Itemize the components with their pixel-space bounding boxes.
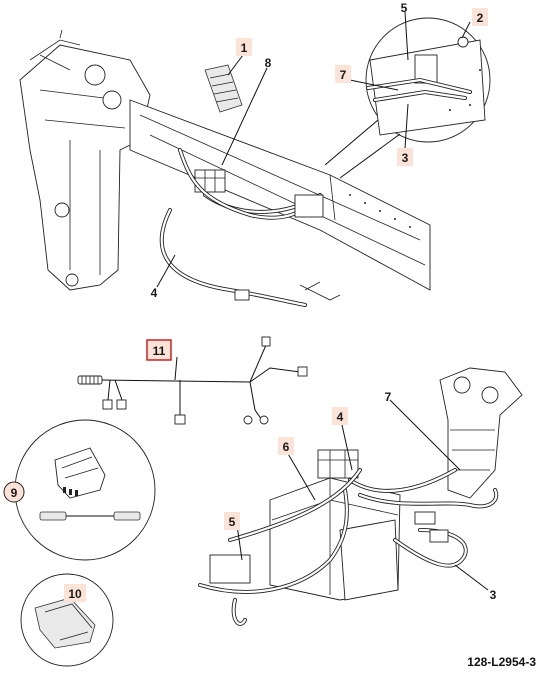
callout-3-bottom: 3	[490, 588, 497, 602]
svg-text:10: 10	[68, 587, 82, 601]
detail-circle-valve	[324, 17, 491, 179]
callout-3-top: 3	[397, 148, 413, 166]
callout-7-top: 7	[335, 65, 351, 83]
callout-4-top: 4	[151, 286, 158, 300]
svg-text:3: 3	[402, 151, 409, 165]
reference-code: 128-L2954-3	[467, 655, 536, 669]
svg-text:9: 9	[11, 486, 18, 500]
callout-9: 9	[3, 481, 25, 503]
svg-text:7: 7	[385, 390, 392, 404]
callout-8: 8	[265, 56, 272, 70]
svg-text:8: 8	[265, 56, 272, 70]
svg-text:2: 2	[477, 11, 484, 25]
callout-11: 11	[146, 339, 172, 361]
svg-text:4: 4	[337, 410, 344, 424]
callout-4-bottom: 4	[332, 407, 348, 425]
switch-detail-circle-9	[14, 419, 156, 561]
callout-7-bottom: 7	[385, 390, 392, 404]
callout-1: 1	[236, 38, 252, 56]
svg-text:3: 3	[490, 588, 497, 602]
callout-2: 2	[472, 8, 488, 26]
svg-text:1: 1	[241, 41, 248, 55]
lower-right-assembly	[198, 367, 523, 626]
svg-text:7: 7	[340, 68, 347, 82]
svg-text:5: 5	[401, 1, 408, 15]
callout-5-bottom: 5	[224, 512, 240, 530]
leader-lines	[156, 11, 489, 591]
callout-5-top: 5	[401, 1, 408, 15]
foot-pedal	[204, 64, 243, 113]
callout-10: 10	[64, 584, 86, 602]
svg-text:6: 6	[283, 440, 290, 454]
rail-holes	[349, 194, 411, 228]
upper-chassis-assembly	[19, 29, 431, 307]
connector-detail-circle-10	[20, 573, 114, 667]
callout-6: 6	[278, 437, 294, 455]
svg-text:5: 5	[229, 515, 236, 529]
svg-text:4: 4	[151, 286, 158, 300]
svg-text:11: 11	[153, 344, 166, 358]
wiring-harness-11	[77, 336, 308, 425]
